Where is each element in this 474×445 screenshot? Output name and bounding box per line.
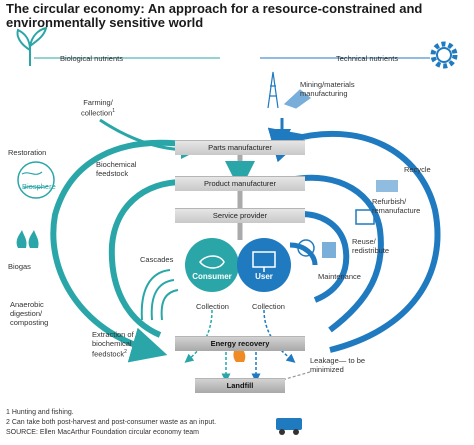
truck-icon (276, 418, 302, 435)
mining-icon (267, 71, 311, 109)
tech-loop-3 (289, 211, 350, 303)
tech-loop-4 (289, 242, 318, 266)
monitor-icon (252, 251, 276, 272)
recycle-label: Recycle (404, 165, 431, 174)
leakage-label: Leakage— to be minimized (310, 356, 366, 374)
refurbish-icon (355, 209, 375, 225)
biogas-icon (16, 230, 39, 248)
recycle-icon (376, 180, 398, 192)
footnote-2: 2 Can take both post-harvest and post-co… (6, 419, 217, 426)
collection-left-label: Collection (196, 302, 229, 311)
refurbish-label: Refurbish/ remanufacture (372, 197, 421, 215)
parts-manufacturer-bar: Parts manufacturer (175, 140, 305, 155)
biogas-label: Biogas (8, 262, 31, 271)
technical-nutrients-label: Technical nutrients (336, 54, 399, 63)
biological-nutrients-label: Biological nutrients (60, 54, 123, 63)
consumer-circle (185, 238, 239, 292)
source-note: SOURCE: Ellen MacArthur Foundation circu… (6, 429, 199, 436)
restoration-label: Restoration (8, 148, 47, 157)
collection-right-label: Collection (252, 302, 285, 311)
tech-loop-2 (289, 174, 384, 333)
gear-icon (430, 41, 458, 69)
product-manufacturer-bar: Product manufacturer (175, 176, 305, 191)
biosphere-globe-icon (17, 161, 55, 199)
reuse-icon (322, 242, 336, 258)
cascades-label: Cascades (140, 255, 174, 264)
farming-label: Farming/ collection1 (80, 98, 116, 118)
maintenance-icon (297, 239, 315, 257)
biochemical-feedstock-label: Biochemical feedstock (96, 160, 137, 178)
footnote-1: 1 Hunting and fishing. (6, 409, 74, 416)
bio-outer-loop (50, 139, 191, 363)
user-circle (237, 238, 291, 292)
service-provider-bar: Service provider (175, 208, 305, 223)
extraction-label: Extraction of biochemical feedstock2 (92, 330, 134, 359)
diagram-title: The circular economy: An approach for a … (6, 1, 423, 30)
reuse-label: Reuse/ redistribute (352, 237, 390, 255)
cascades-wave-icon (140, 269, 179, 321)
anaerobic-label: Anaerobic digestion/ composting (10, 300, 49, 327)
landfill-bar: Landfill (195, 378, 285, 393)
consumer-label: Consumer (192, 272, 232, 281)
fish-icon (199, 255, 225, 269)
biosphere-label: Biosphere (22, 182, 56, 191)
maintenance-label: Maintenance (318, 272, 361, 281)
plant-icon (16, 26, 48, 66)
energy-recovery-bar: Energy recovery (175, 336, 305, 351)
user-label: User (255, 272, 273, 281)
mining-label: Mining/materials manufacturing (300, 80, 355, 98)
bio-inner-loop (108, 178, 191, 338)
tech-outer-loop (267, 127, 441, 353)
